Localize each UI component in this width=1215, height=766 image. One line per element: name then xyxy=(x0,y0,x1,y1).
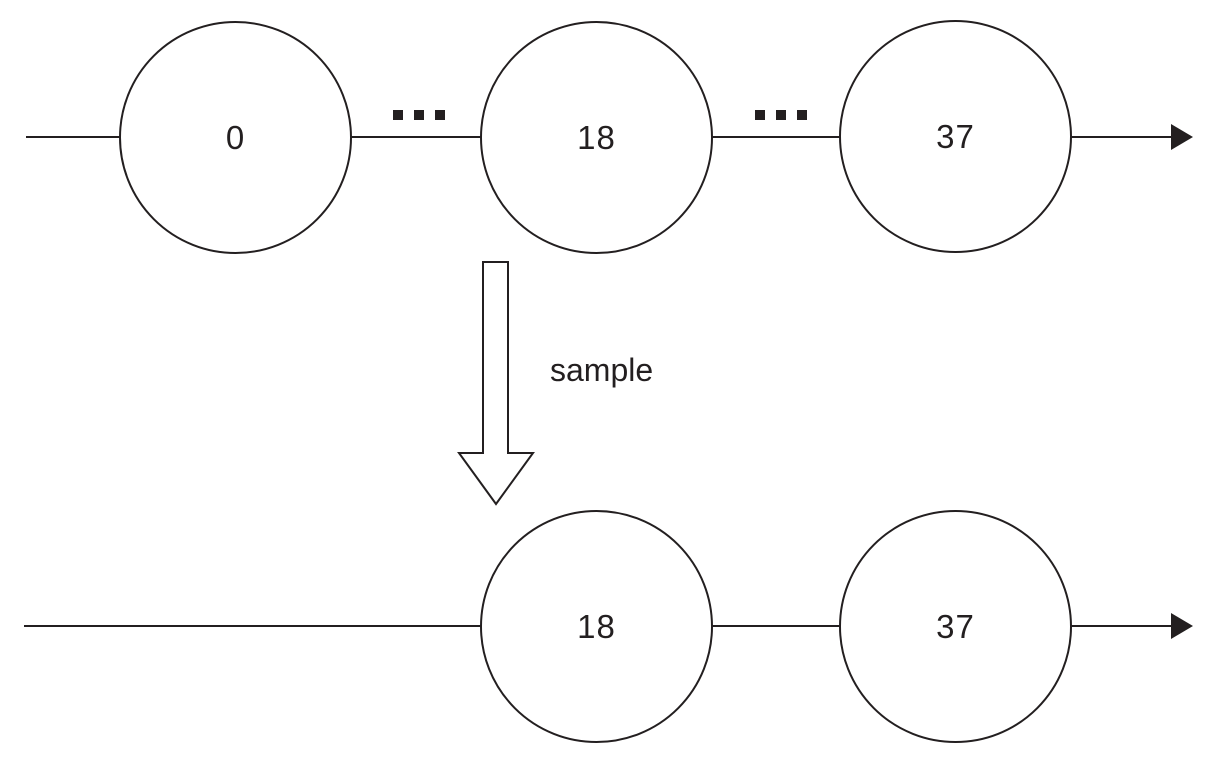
top-node-37: 37 xyxy=(839,20,1072,253)
top-node-0: 0 xyxy=(119,21,352,254)
ellipsis-icon xyxy=(755,110,807,120)
top-chain-inbound-line xyxy=(26,136,120,138)
node-label: 37 xyxy=(936,608,975,645)
bottom-node-37: 37 xyxy=(839,510,1072,743)
node-label: 18 xyxy=(577,119,616,156)
sample-label: sample xyxy=(550,352,654,388)
top-chain-connector-line-2 xyxy=(711,136,840,138)
top-node-18: 18 xyxy=(480,21,713,254)
right-arrowhead-icon xyxy=(1171,613,1193,639)
node-label: 0 xyxy=(225,119,246,156)
ellipsis-icon xyxy=(393,110,445,120)
right-arrowhead-icon xyxy=(1171,124,1193,150)
node-label: 18 xyxy=(577,608,616,645)
hollow-down-arrow-icon xyxy=(457,261,535,506)
node-label: 37 xyxy=(936,118,975,155)
bottom-chain-outbound-line xyxy=(1071,625,1174,627)
bottom-chain-connector-line xyxy=(711,625,840,627)
top-chain-outbound-line xyxy=(1071,136,1174,138)
bottom-chain-inbound-line xyxy=(24,625,481,627)
top-chain-connector-line-1 xyxy=(351,136,481,138)
bottom-node-18: 18 xyxy=(480,510,713,743)
